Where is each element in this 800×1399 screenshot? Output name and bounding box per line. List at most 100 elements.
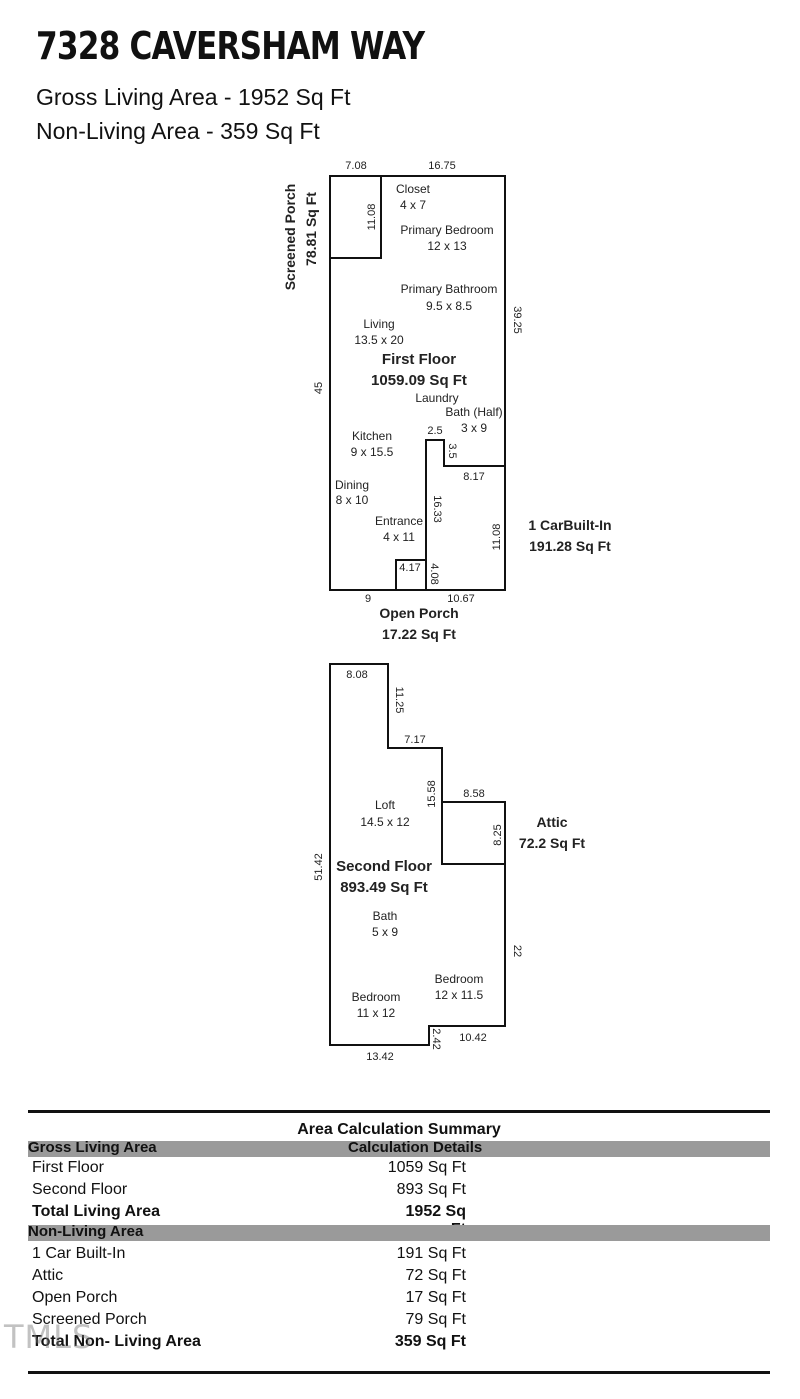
row-label: Total Living Area	[32, 1203, 161, 1220]
floor-plan: Closet 4 x 7 Primary Bedroom 12 x 13 Pri…	[282, 160, 612, 1063]
dim-label: 11.08	[491, 524, 503, 551]
details-header: Calculation Details	[348, 1139, 483, 1156]
row-value: 1059 Sq Ft	[387, 1159, 466, 1176]
open-porch-area: 17.22 Sq Ft	[382, 626, 456, 642]
attic-area: 72.2 Sq Ft	[519, 835, 585, 851]
dim-label: 10.67	[447, 593, 475, 605]
dim-label: 9	[365, 593, 371, 605]
dim-label: 39.25	[511, 306, 523, 334]
half-bath-size: 3 x 9	[461, 421, 487, 435]
primary-bedroom-name: Primary Bedroom	[400, 223, 493, 237]
total-living-row: Total Living Area 1952 Sq Ft	[28, 1201, 770, 1238]
row-label: First Floor	[32, 1159, 104, 1176]
summary-title: Area Calculation Summary	[297, 1121, 501, 1138]
dim-label: 8.08	[346, 669, 367, 681]
row-label: Second Floor	[32, 1181, 128, 1198]
dim-label: 51.42	[313, 853, 325, 881]
dim-label: 8.17	[463, 471, 484, 483]
dim-label: 4.17	[399, 562, 420, 574]
non-living-header: Non-Living Area	[28, 1223, 144, 1240]
first-floor-area: 1059.09 Sq Ft	[371, 372, 467, 389]
dim-label: 7.08	[345, 160, 366, 172]
row-label: Total Non- Living Area	[32, 1333, 201, 1350]
dim-label: 11.25	[393, 687, 405, 714]
gross-living-band: Gross Living Area Calculation Details	[28, 1139, 770, 1157]
summary-row: Attic 72 Sq Ft	[28, 1265, 770, 1287]
row-label: Attic	[32, 1267, 64, 1284]
closet-size: 4 x 7	[400, 198, 426, 212]
non-living-subtitle: Non-Living Area - 359 Sq Ft	[36, 118, 320, 144]
car-builtin-name: 1 CarBuilt-In	[528, 517, 611, 533]
page-title: 7328 CAVERSHAM WAY	[36, 24, 425, 68]
summary-row: First Floor 1059 Sq Ft	[28, 1157, 770, 1179]
summary-row: Second Floor 893 Sq Ft	[28, 1179, 770, 1201]
attic-name: Attic	[536, 814, 567, 830]
dim-label: 2.5	[427, 425, 442, 437]
summary-row: Screened Porch 79 Sq Ft	[28, 1309, 770, 1331]
gross-living-subtitle: Gross Living Area - 1952 Sq Ft	[36, 84, 351, 110]
dim-label: 2.42	[430, 1028, 442, 1049]
dim-label: 45	[313, 382, 325, 394]
living-name: Living	[363, 317, 394, 331]
living-size: 13.5 x 20	[354, 333, 404, 347]
row-value: 893 Sq Ft	[396, 1181, 466, 1198]
primary-bathroom-name: Primary Bathroom	[401, 282, 498, 296]
first-floor-name: First Floor	[382, 351, 456, 368]
closet-name: Closet	[396, 182, 431, 196]
screened-porch-area: 78.81 Sq Ft	[303, 192, 319, 266]
dim-label: 15.58	[426, 780, 438, 808]
row-value: 17 Sq Ft	[405, 1289, 466, 1306]
row-label: 1 Car Built-In	[32, 1245, 126, 1262]
dim-label: 16.33	[431, 495, 443, 523]
primary-bathroom-size: 9.5 x 8.5	[426, 299, 472, 313]
loft-size: 14.5 x 12	[360, 815, 410, 829]
row-label: Screened Porch	[32, 1311, 147, 1328]
dim-label: 4.08	[428, 563, 440, 584]
dim-label: 7.17	[404, 734, 425, 746]
row-value: 79 Sq Ft	[405, 1311, 466, 1328]
summary-row: 1 Car Built-In 191 Sq Ft	[28, 1243, 770, 1265]
bedroom-2-size: 11 x 12	[357, 1006, 396, 1020]
half-bath-name: Bath (Half)	[445, 405, 502, 419]
kitchen-size: 9 x 15.5	[351, 445, 394, 459]
entrance-name: Entrance	[375, 514, 423, 528]
dining-name: Dining	[335, 478, 369, 492]
row-value: 191 Sq Ft	[396, 1245, 466, 1262]
bath-size: 5 x 9	[372, 925, 398, 939]
summary-top-rule	[28, 1110, 770, 1113]
open-porch-name: Open Porch	[379, 605, 458, 621]
second-floor-area: 893.49 Sq Ft	[340, 879, 428, 896]
kitchen-name: Kitchen	[352, 429, 392, 443]
entrance-size: 4 x 11	[383, 530, 415, 544]
dim-label: 11.08	[366, 204, 378, 231]
primary-bedroom-size: 12 x 13	[427, 239, 467, 253]
summary-row: Open Porch 17 Sq Ft	[28, 1287, 770, 1309]
gross-living-header: Gross Living Area	[28, 1139, 157, 1156]
row-value: 72 Sq Ft	[405, 1267, 466, 1284]
loft-name: Loft	[375, 798, 396, 812]
bath-name: Bath	[373, 909, 398, 923]
second-floor-name: Second Floor	[336, 858, 432, 875]
area-summary: Area Calculation Summary Gross Living Ar…	[28, 1110, 770, 1353]
total-non-living-row: Total Non- Living Area 359 Sq Ft	[28, 1331, 770, 1353]
bedroom-2-name: Bedroom	[352, 990, 401, 1004]
dim-label: 3.5	[446, 443, 458, 458]
non-living-band: Non-Living Area	[28, 1223, 770, 1241]
row-value: 359 Sq Ft	[394, 1333, 466, 1350]
laundry-name: Laundry	[415, 391, 458, 405]
dim-label: 10.42	[459, 1032, 487, 1044]
screened-porch-name: Screened Porch	[282, 184, 298, 291]
dim-label: 22	[511, 945, 523, 957]
dim-label: 16.75	[428, 160, 456, 172]
bedroom-1-size: 12 x 11.5	[435, 988, 484, 1002]
summary-bottom-rule	[28, 1371, 770, 1374]
watermark: TMLS	[4, 1318, 94, 1356]
second-floor-walls	[329, 663, 506, 1046]
bedroom-1-name: Bedroom	[435, 972, 484, 986]
first-floor-walls	[329, 175, 506, 591]
row-label: Open Porch	[32, 1289, 118, 1306]
dim-label: 13.42	[366, 1051, 394, 1063]
car-builtin-area: 191.28 Sq Ft	[529, 538, 611, 554]
dining-size: 8 x 10	[336, 493, 369, 507]
dim-label: 8.58	[463, 788, 484, 800]
